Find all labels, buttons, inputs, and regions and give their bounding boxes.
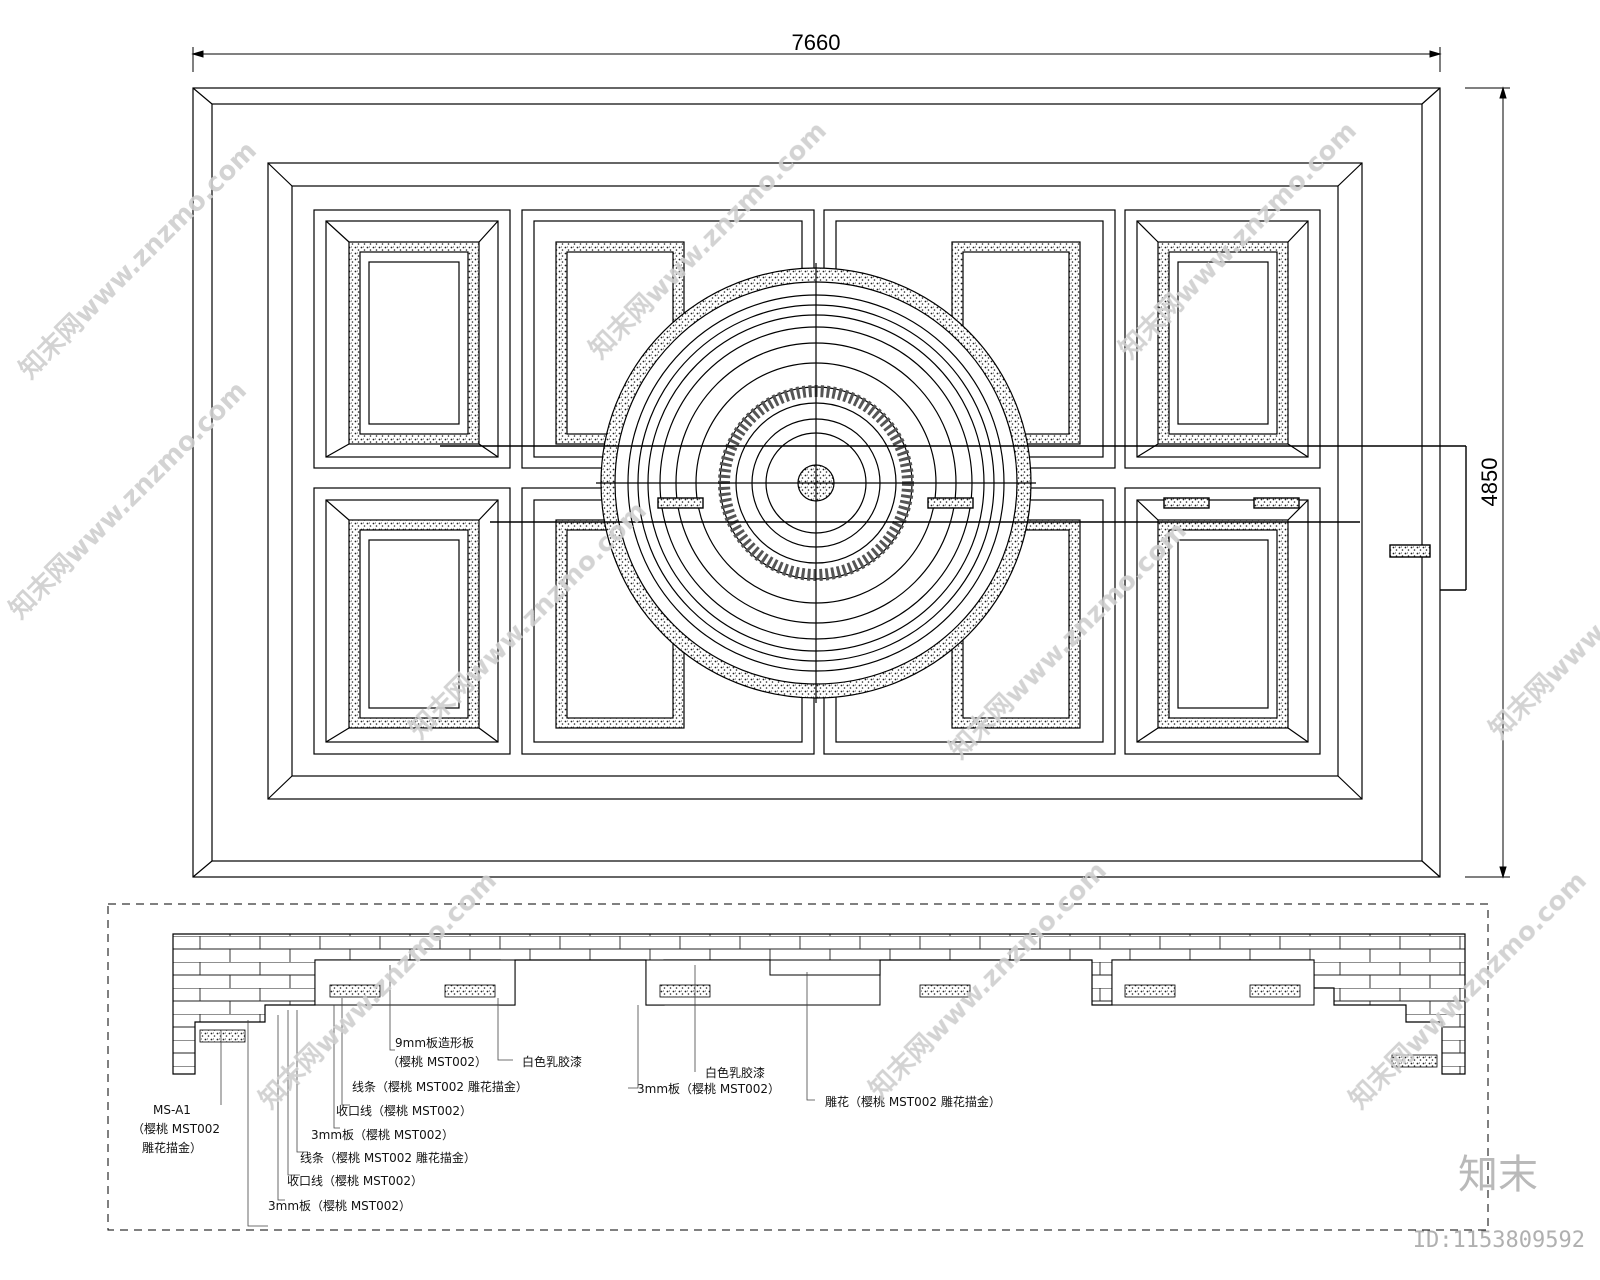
coffer-panel-bottom-left <box>313 487 511 755</box>
width-dimension <box>191 47 1442 72</box>
watermark-text-7: 知末网www.znzmo.com <box>1484 496 1600 745</box>
height-dimension <box>1465 86 1510 879</box>
ceiling-plan <box>192 87 1467 878</box>
ms-label-material: （樱桃 MST002 <box>132 1121 220 1136</box>
section-label-3mm-board-2: 3mm板（樱桃 MST002） <box>311 1127 454 1142</box>
watermark-text-4: 知末网www.znzmo.com <box>4 376 253 625</box>
section-detail-border <box>107 903 1489 1231</box>
coffer-panel-top-left <box>313 209 511 469</box>
section-detail: 9mm板造形板 （樱桃 MST002） 白色乳胶漆 线条（樱桃 MST002 雕… <box>107 903 1489 1231</box>
section-label-3mm-board-3: 3mm板（樱桃 MST002） <box>268 1198 411 1213</box>
ms-label-finish: 雕花描金） <box>142 1140 202 1155</box>
section-label-molding-2: 线条（樱桃 MST002 雕花描金） <box>300 1150 476 1165</box>
coffer-panel-bottom-right <box>1124 487 1321 755</box>
coffer-frame <box>267 162 1363 800</box>
section-label-white-latex-2: 白色乳胶漆 <box>705 1065 765 1080</box>
watermark-text-1: 知末网www.znzmo.com <box>14 136 263 385</box>
outer-frame <box>192 87 1441 878</box>
section-label-white-latex-1: 白色乳胶漆 <box>522 1054 582 1069</box>
section-label-cherry-1: （樱桃 MST002） <box>387 1054 487 1069</box>
watermark-id: ID:1153809592 <box>1413 1228 1585 1253</box>
section-cut-line <box>440 445 1467 591</box>
leader-lines <box>220 965 815 1227</box>
section-label-3mm-board-1: 3mm板（樱桃 MST002） <box>637 1081 780 1096</box>
section-label-carving: 雕花（樱桃 MST002 雕花描金） <box>825 1094 1001 1109</box>
section-label-edge-trim-2: 收口线（樱桃 MST002） <box>287 1173 423 1188</box>
coffer-panel-top-right <box>1124 209 1321 469</box>
width-dimension-label: 7660 <box>792 30 841 55</box>
outer-frame-inner <box>211 103 1423 862</box>
section-label-9mm-board: 9mm板造形板 <box>395 1036 474 1050</box>
ms-label-code: MS-A1 <box>153 1103 191 1117</box>
section-label-edge-trim-1: 收口线（樱桃 MST002） <box>336 1103 472 1118</box>
height-dimension-label: 4850 <box>1477 458 1502 507</box>
central-dome <box>596 263 1036 703</box>
watermark-logo: 知末 <box>1458 1152 1538 1198</box>
watermark-text-9: 知末网www.znzmo.com <box>864 856 1113 1105</box>
section-label-molding-1: 线条（樱桃 MST002 雕花描金） <box>352 1079 528 1094</box>
